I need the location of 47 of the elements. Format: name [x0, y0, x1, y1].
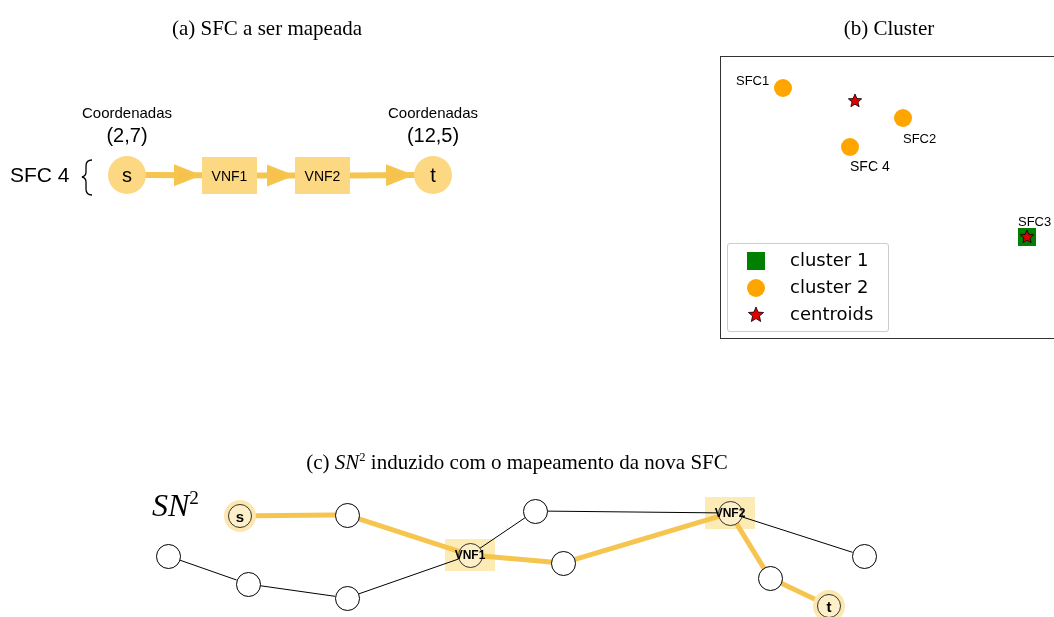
path-segment: [734, 521, 766, 570]
empty-node-circle: [155, 543, 181, 569]
empty-node-circle: [235, 571, 261, 597]
link-line: [547, 510, 718, 514]
graph-name: SN$^{2}$: [152, 486, 199, 524]
legend-label: cluster 1: [790, 249, 869, 270]
node-label: s: [235, 507, 245, 525]
empty-node-circle: [851, 543, 877, 569]
point-label: SFC2: [903, 130, 937, 146]
point-label: SFC1: [736, 72, 770, 88]
empty-node-circle: [522, 498, 548, 524]
node-label: VNF1: [454, 548, 486, 562]
caption-text: Coordenadas: [81, 103, 173, 122]
node-label: VNF2: [304, 167, 341, 184]
node-label: s: [122, 163, 132, 187]
node-label: VNF2: [714, 506, 746, 520]
path-segment: [572, 514, 721, 562]
chain-label: SFC 4: [10, 163, 70, 187]
link-line: [741, 516, 853, 553]
legend-label: centroids: [790, 303, 874, 324]
coordinate-value: (12,5): [406, 123, 460, 148]
caption-text: Coordenadas: [387, 103, 479, 122]
link-line: [179, 559, 237, 581]
empty-node-circle: [334, 502, 360, 528]
point-label: SFC 4: [850, 158, 890, 174]
link-line: [479, 517, 526, 549]
node-circle: [414, 156, 452, 194]
point-label: SFC3: [1018, 213, 1052, 229]
empty-node-circle: [757, 565, 783, 591]
node-label: t: [826, 597, 832, 615]
empty-node-circle: [334, 585, 360, 611]
link-line: [358, 558, 459, 595]
empty-node-circle: [550, 550, 576, 576]
panel-caption: (b) Cluster: [843, 15, 935, 41]
link-line: [259, 585, 336, 597]
vnf-box: [295, 157, 350, 194]
node-circle: [817, 594, 841, 617]
node-circle: [108, 156, 146, 194]
legend-label: cluster 2: [790, 276, 869, 297]
vnf-box: [202, 157, 257, 194]
node-label: VNF1: [211, 167, 248, 184]
node-label: t: [430, 163, 436, 187]
panel-caption: (c) SN$^{2}$ induzido com o mapeamento da nova SFC: [306, 449, 728, 475]
node-circle: [228, 504, 252, 528]
path-segment: [356, 516, 461, 554]
panel-caption: (a) SFC a ser mapeada: [171, 15, 363, 41]
coordinate-value: (2,7): [106, 123, 148, 148]
